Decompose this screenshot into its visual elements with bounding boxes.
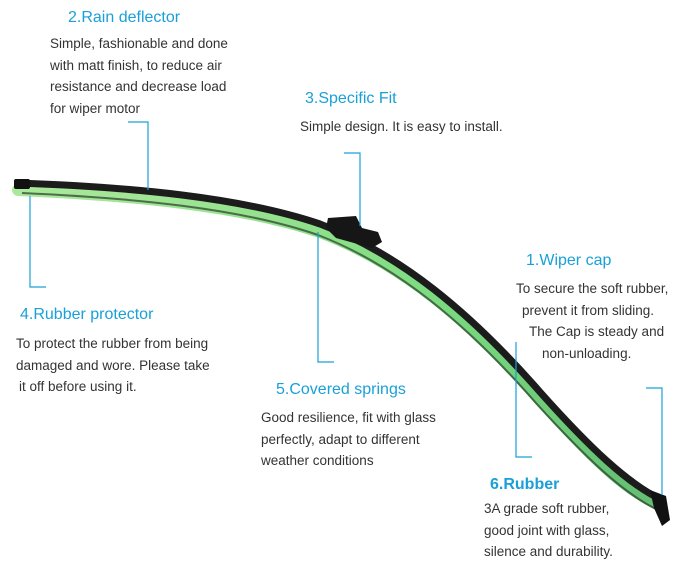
rubber-line: silence and durability. [484, 544, 613, 559]
leader-rain-deflector [128, 121, 149, 190]
rubber-line: 3A grade soft rubber, [484, 501, 610, 516]
specific-fit-title: 3.Specific Fit [305, 90, 397, 107]
specific-fit-line: Simple design. It is easy to install. [300, 119, 503, 134]
rubber-protector-line: it off before using it. [19, 379, 137, 394]
rubber-protector-description: To protect the rubber from being damaged… [16, 333, 210, 398]
wiper-cap-line: The Cap is steady and [529, 324, 665, 339]
leader-lines [29, 121, 663, 495]
covered-springs-line: weather conditions [261, 453, 374, 468]
wiper-cap-line: To secure the soft rubber, [516, 281, 669, 296]
leader-covered-springs [317, 232, 334, 363]
rain-deflector-line: resistance and decrease load [50, 79, 227, 94]
rubber-line: good joint with glass, [484, 522, 610, 538]
wiper-cap-line: prevent it from sliding. [522, 302, 655, 318]
wiper-cap-description: To secure the soft rubber, prevent it fr… [516, 278, 668, 364]
rubber-protector-title: 4.Rubber protector [20, 306, 154, 323]
rubber-title: 6.Rubber [490, 476, 560, 493]
rain-deflector-description: Simple, fashionable and done with matt f… [50, 33, 228, 119]
wiper-cap-title: 1.Wiper cap [526, 252, 612, 269]
covered-springs-line: perfectly, adapt to different [261, 431, 420, 447]
leader-specific-fit [344, 152, 361, 226]
rain-deflector-line: for wiper motor [50, 100, 141, 116]
rubber-description: 3A grade soft rubber, good joint with gl… [484, 498, 613, 563]
rain-deflector-line: Simple, fashionable and done [50, 36, 228, 51]
left-end-cap [14, 179, 30, 189]
rain-deflector-title: 2.Rain deflector [68, 9, 181, 26]
rubber-protector-line: To protect the rubber from being [16, 336, 209, 351]
leader-wiper-cap [646, 387, 663, 495]
rain-deflector-line: with matt finish, to reduce air [50, 57, 222, 73]
specific-fit-description: Simple design. It is easy to install. [300, 116, 503, 138]
leader-rubber [515, 342, 532, 458]
wiper-cap-line: non-unloading. [542, 345, 632, 361]
rubber-glow [12, 184, 666, 511]
leader-rubber-protector [29, 196, 46, 288]
center-adapter [326, 216, 382, 248]
rubber-protector-line: damaged and wore. Please take [16, 357, 210, 373]
covered-springs-title: 5.Covered springs [276, 381, 406, 398]
wiper-end-cap [650, 490, 670, 526]
blade-edge [21, 192, 659, 511]
covered-springs-line: Good resilience, fit with glass [261, 410, 436, 425]
blade-body [14, 179, 666, 504]
covered-springs-description: Good resilience, fit with glass perfectl… [261, 407, 436, 472]
